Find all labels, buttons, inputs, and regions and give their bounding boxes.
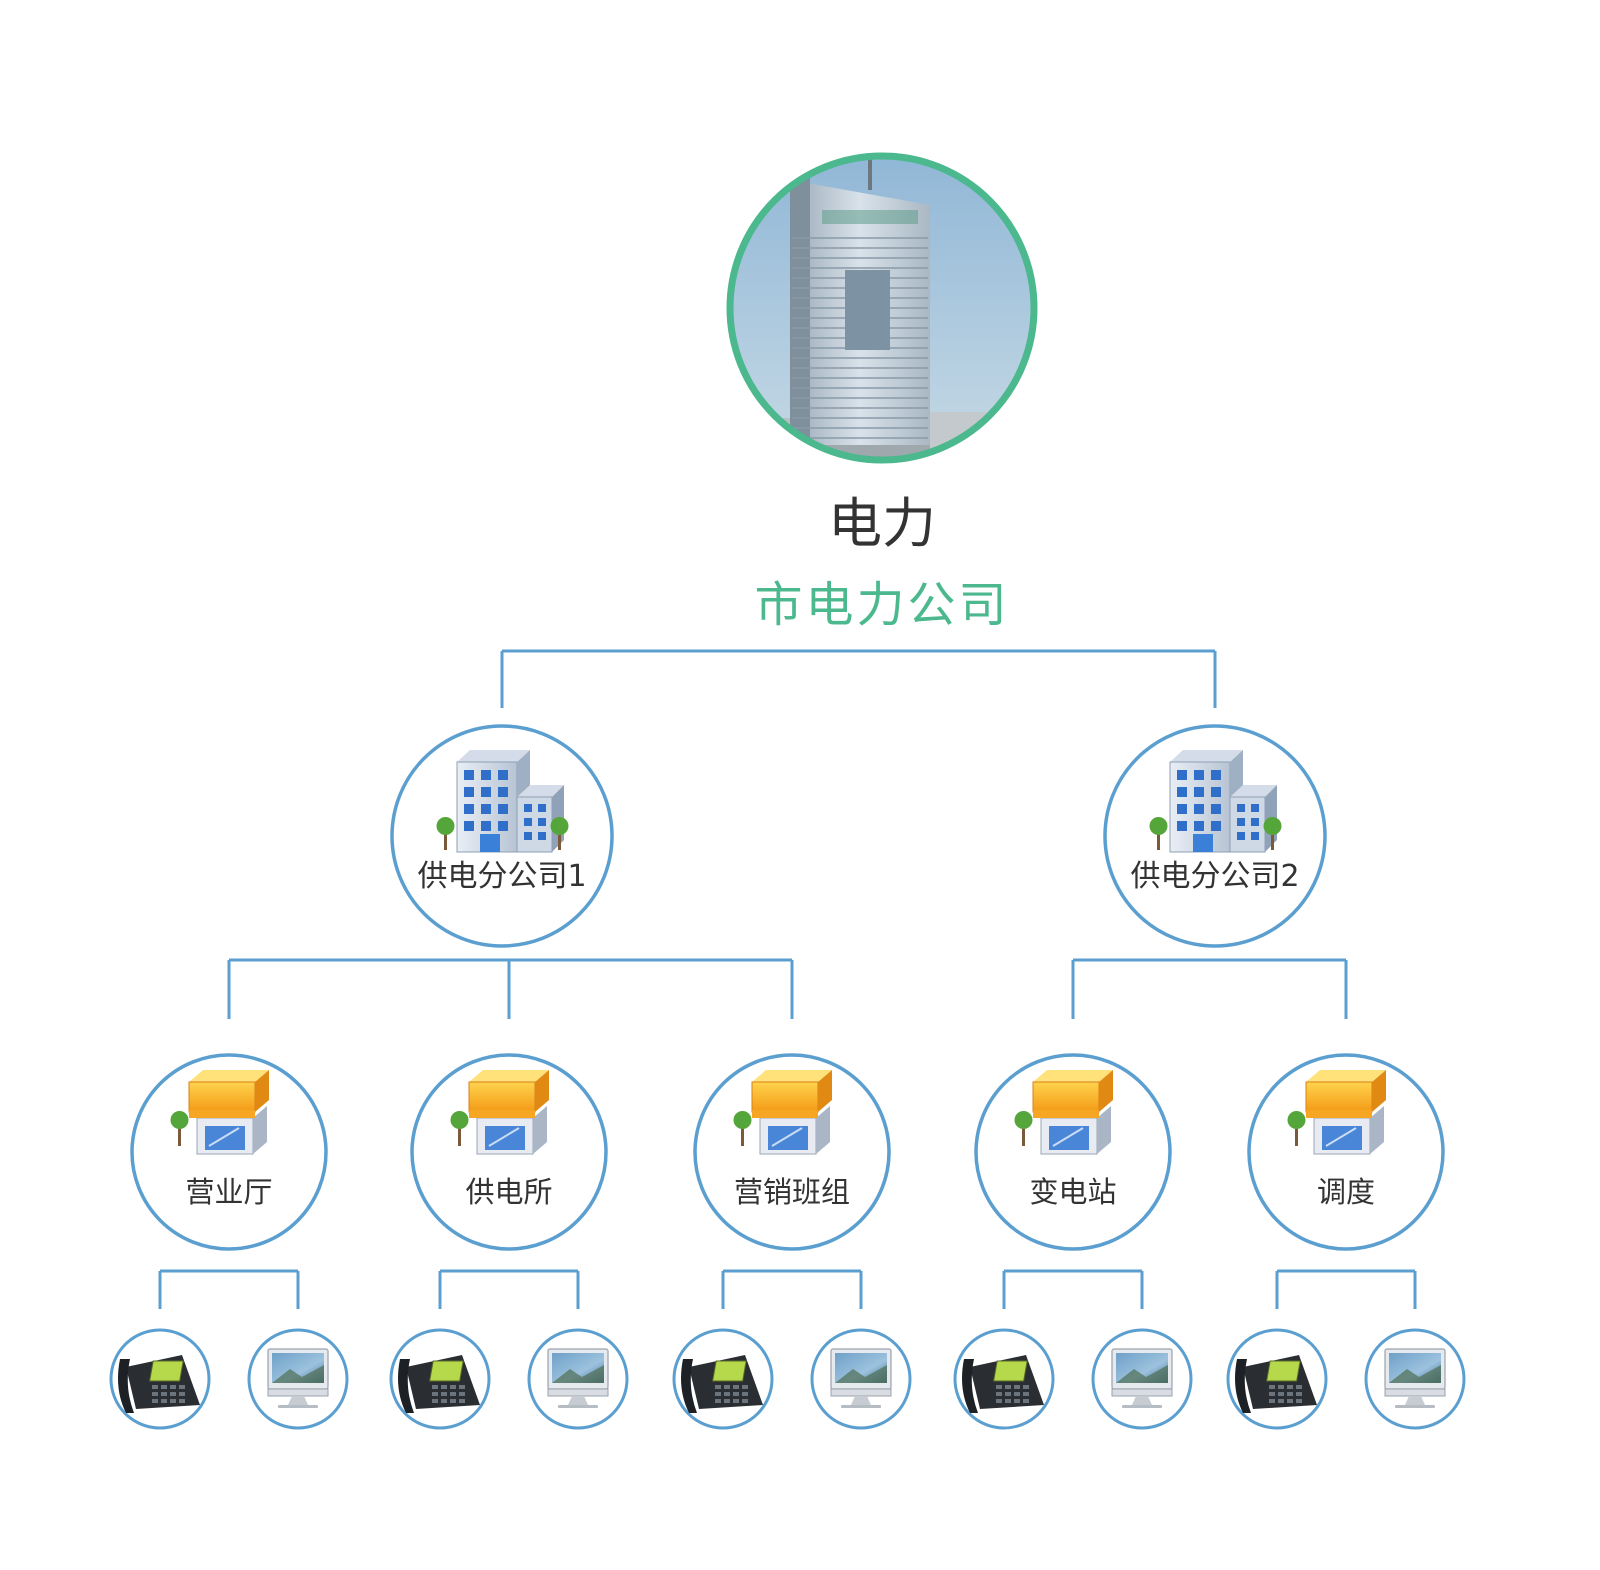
- office-tower-photo-icon: [730, 156, 1034, 460]
- root-subtitle: 市电力公司: [754, 577, 1009, 633]
- store-icon: [733, 1070, 832, 1155]
- unit-node-label: 供电所: [465, 1175, 552, 1209]
- desk-phone-icon: [118, 1355, 200, 1413]
- desk-phone-icon: [681, 1355, 763, 1413]
- unit-node: 变电站: [974, 1053, 1172, 1251]
- connector-lines: [158, 649, 1417, 1309]
- branch-node-label: 供电分公司2: [1130, 859, 1299, 894]
- unit-node-label: 营销班组: [734, 1175, 850, 1209]
- desktop-computer-icon: [1111, 1348, 1173, 1408]
- desk-phone-icon: [398, 1355, 480, 1413]
- root-node-ring: [726, 152, 1038, 464]
- store-icon: [1287, 1070, 1386, 1155]
- store-icon: [170, 1070, 269, 1155]
- unit-node: 调度: [1247, 1053, 1445, 1251]
- store-icon: [450, 1070, 549, 1155]
- desktop-computer-icon: [1384, 1348, 1446, 1408]
- unit-node-label: 变电站: [1029, 1175, 1116, 1209]
- office-building-icon: [1149, 750, 1282, 853]
- device-group: [672, 1328, 912, 1430]
- device-group: [1226, 1328, 1466, 1430]
- branch-node: 供电分公司2: [1103, 724, 1327, 948]
- unit-node-label: 调度: [1317, 1175, 1375, 1209]
- store-icon: [1014, 1070, 1113, 1155]
- unit-node: 供电所: [410, 1053, 608, 1251]
- branch-node-label: 供电分公司1: [417, 859, 586, 894]
- desktop-computer-icon: [547, 1348, 609, 1408]
- branch-node: 供电分公司1: [390, 724, 614, 948]
- root-title: 电力: [828, 492, 936, 555]
- office-building-icon: [436, 750, 569, 853]
- desk-phone-icon: [1235, 1355, 1317, 1413]
- device-group: [109, 1328, 349, 1430]
- desktop-computer-icon: [267, 1348, 329, 1408]
- desktop-computer-icon: [830, 1348, 892, 1408]
- device-group: [953, 1328, 1193, 1430]
- unit-node-label: 营业厅: [185, 1175, 272, 1209]
- device-group: [389, 1328, 629, 1430]
- desk-phone-icon: [962, 1355, 1044, 1413]
- unit-node: 营业厅: [130, 1053, 328, 1251]
- unit-node: 营销班组: [693, 1053, 891, 1251]
